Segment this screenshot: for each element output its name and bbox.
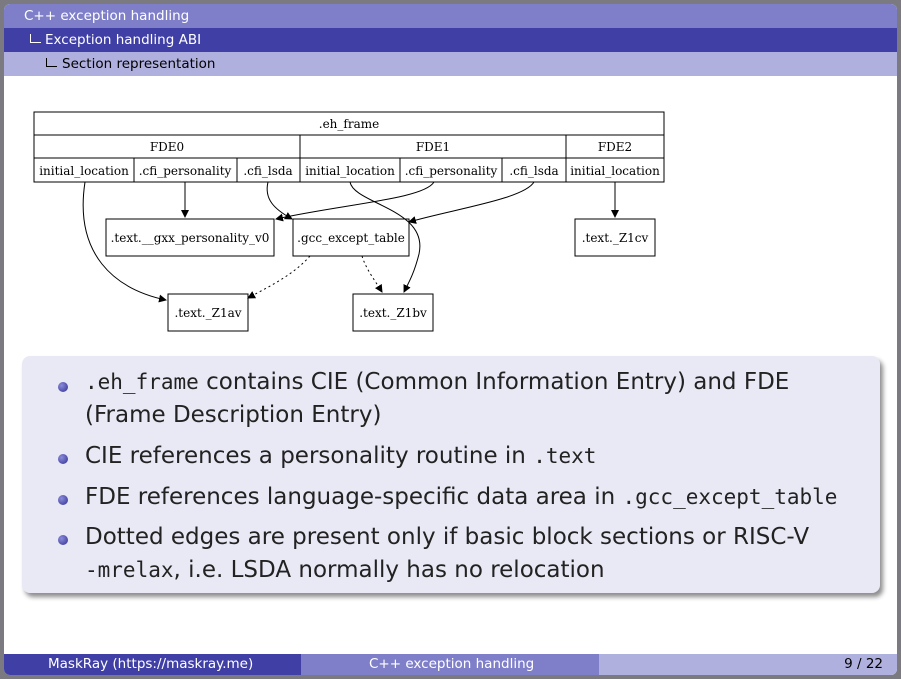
- eh-frame-record: [33, 111, 665, 183]
- fde0-label: FDE0: [150, 140, 184, 154]
- dotted-edge-to-z1av: [247, 255, 311, 299]
- node-z1av-label: .text._Z1av: [174, 306, 241, 320]
- eh-frame-label: .eh_frame: [319, 117, 379, 131]
- header-subsection[interactable]: Exception handling ABI: [4, 28, 897, 52]
- node-z1cv: [574, 218, 656, 257]
- footer-title[interactable]: C++ exception handling: [301, 654, 599, 675]
- bullet-line: Dotted edges are present only if basic b…: [85, 524, 810, 550]
- page-number: 9 / 22: [844, 656, 883, 672]
- dotted-edge-to-z1bv: [361, 255, 383, 293]
- code-gcc-except-table: .gcc_except_table: [622, 485, 838, 509]
- fde1-label: FDE1: [416, 140, 450, 154]
- footer-title-label: C++ exception handling: [369, 656, 535, 672]
- footer-author[interactable]: MaskRay (https://maskray.me): [4, 654, 301, 675]
- field-initial-location: initial_location: [305, 164, 395, 178]
- fde2-label: FDE2: [598, 140, 632, 154]
- edge-fde1-personality: [275, 181, 435, 222]
- bullet-line: , i.e. LSDA normally has no relocation: [173, 557, 605, 583]
- bullet-line: FDE references language-specific data ar…: [85, 484, 623, 510]
- node-personality: [105, 218, 275, 257]
- code-text: .text: [533, 444, 597, 468]
- bullet-icon: [58, 535, 68, 545]
- edge-fde1-init-to-z1bv: [349, 181, 421, 293]
- bullet-icon: [58, 382, 68, 392]
- field-cfi-personality: .cfi_personality: [139, 164, 232, 178]
- edge-fde1-lsda: [408, 181, 535, 224]
- node-z1cv-label: .text._Z1cv: [582, 231, 649, 245]
- edge-fde0-lsda: [266, 181, 293, 220]
- bullet-icon: [58, 495, 68, 505]
- header-section-label: C++ exception handling: [24, 8, 190, 24]
- field-initial-location: initial_location: [39, 164, 129, 178]
- slide: C++ exception handling Exception handlin…: [4, 4, 897, 675]
- bullet-text: .eh_frame contains CIE (Common Informati…: [85, 366, 789, 432]
- field-initial-location: initial_location: [570, 164, 660, 178]
- edge-fde0-init-to-z1av: [82, 181, 167, 303]
- header-section[interactable]: C++ exception handling: [4, 4, 897, 28]
- node-z1bv: [352, 293, 434, 332]
- node-personality-label: .text.__gxx_personality_v0: [111, 231, 270, 245]
- code-eh-frame: .eh_frame: [85, 370, 199, 394]
- bullet-icon: [58, 454, 68, 464]
- footer-page[interactable]: 9 / 22: [599, 654, 897, 675]
- bullet-line: CIE references a personality routine in: [85, 443, 534, 469]
- bullet-line: contains CIE (Common Information Entry) …: [198, 369, 790, 395]
- node-z1av: [167, 293, 249, 332]
- bullet-text: FDE references language-specific data ar…: [85, 481, 837, 514]
- node-except-table-label: .gcc_except_table: [297, 231, 405, 245]
- field-cfi-lsda: .cfi_lsda: [509, 164, 558, 178]
- header-subsection-label: Exception handling ABI: [45, 32, 202, 48]
- code-mrelax: -mrelax: [85, 558, 174, 582]
- footer-author-label: MaskRay (https://maskray.me): [48, 656, 254, 672]
- diagram-edges: [82, 181, 619, 303]
- field-cfi-lsda: .cfi_lsda: [243, 164, 292, 178]
- field-cfi-personality: .cfi_personality: [405, 164, 498, 178]
- node-except-table: [292, 218, 410, 257]
- tree-branch-icon: [30, 34, 41, 43]
- bullet-block: .eh_frame contains CIE (Common Informati…: [22, 356, 880, 593]
- header-subsubsection-label: Section representation: [62, 56, 216, 72]
- bullet-text: CIE references a personality routine in …: [85, 440, 596, 473]
- eh-frame-diagram: .eh_frame FDE0 FDE1 FDE2 initial_locatio…: [33, 111, 665, 332]
- bullet-line: (Frame Description Entry): [85, 402, 382, 428]
- tree-branch-icon: [46, 58, 57, 67]
- header-subsubsection[interactable]: Section representation: [4, 52, 897, 76]
- bullet-text: Dotted edges are present only if basic b…: [85, 521, 809, 587]
- node-z1bv-label: .text._Z1bv: [359, 306, 427, 320]
